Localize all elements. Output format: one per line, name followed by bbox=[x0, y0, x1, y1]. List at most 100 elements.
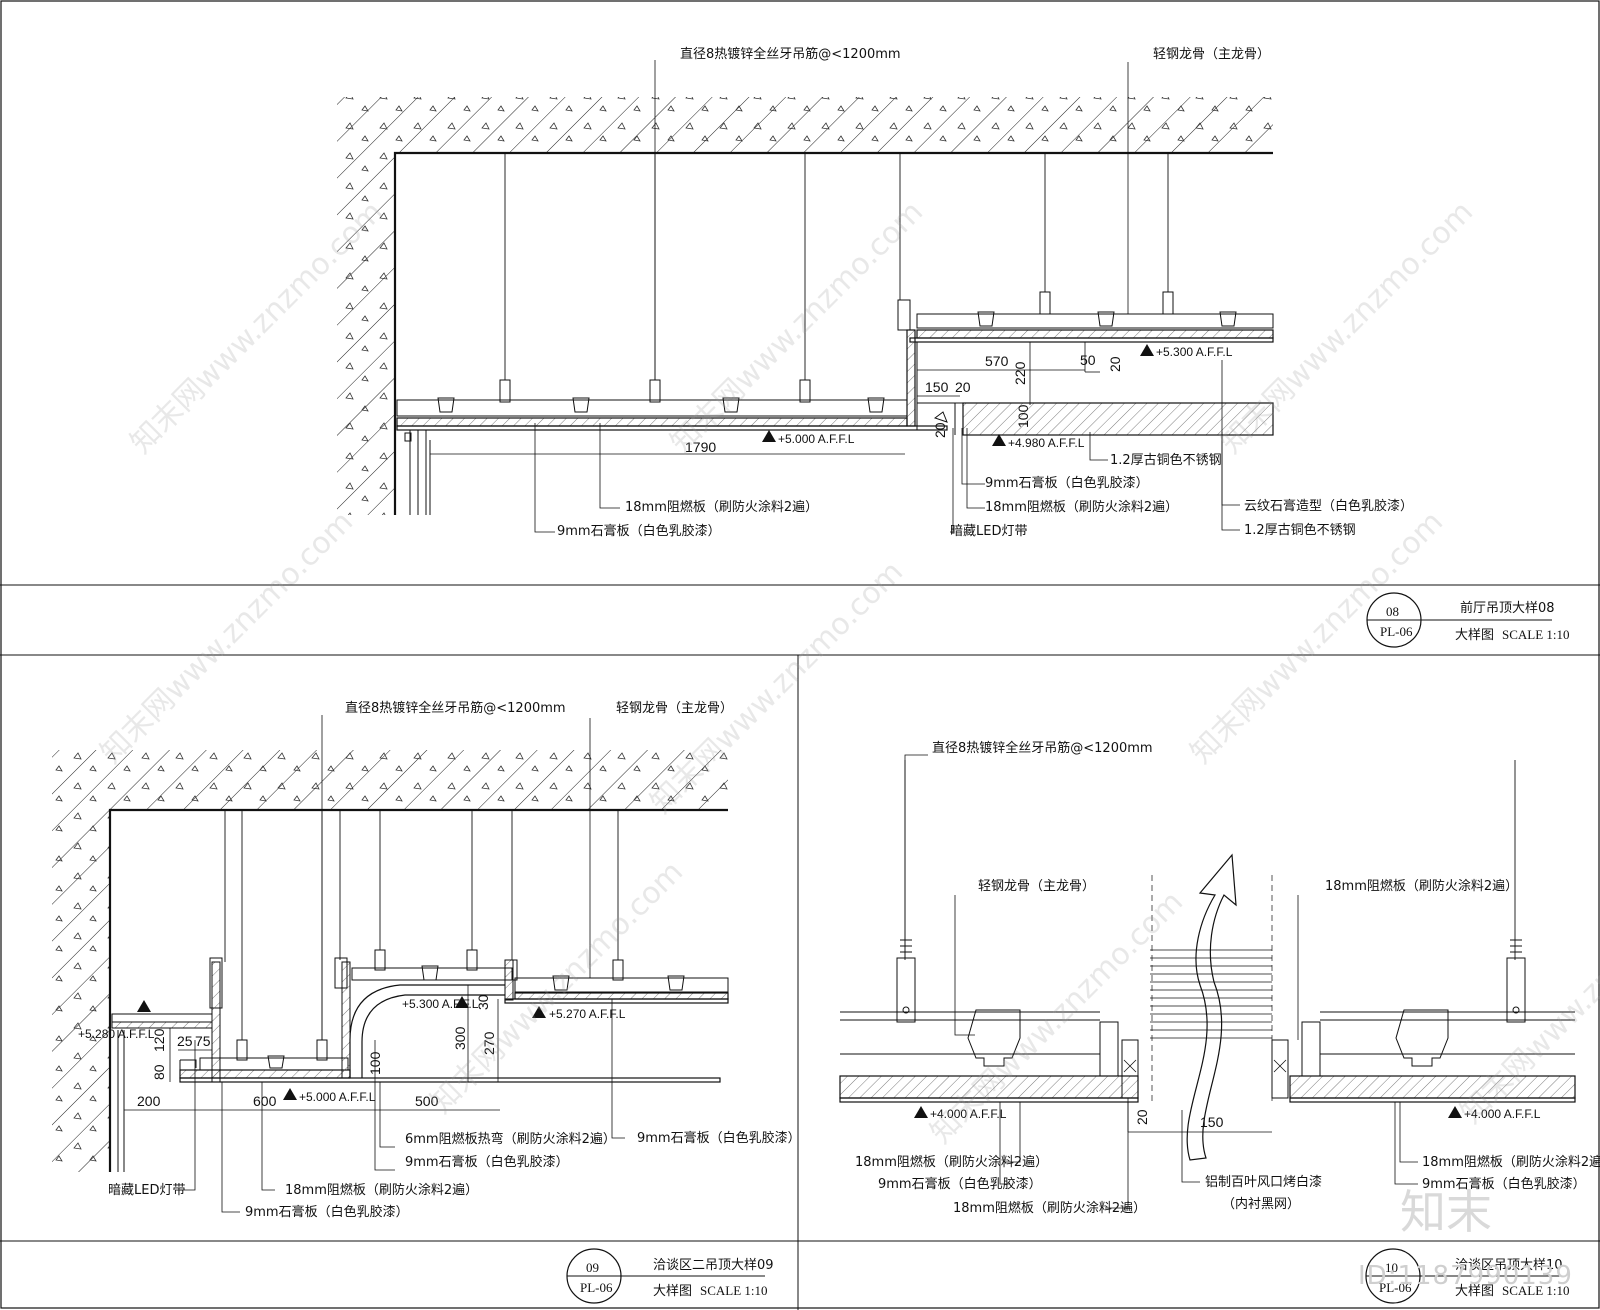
board-right-10 bbox=[1289, 1075, 1576, 1099]
detail-09-text: 直径8热镀锌全丝牙吊筋@<1200mm 轻钢龙骨（主龙骨） 6mm阻燃板热弯（刷… bbox=[78, 700, 801, 1220]
detail-08-text: 直径8热镀锌全丝牙吊筋@<1200mm 轻钢龙骨（主龙骨） 18mm阻燃板（刷防… bbox=[557, 46, 1413, 539]
keel-profile-right-10 bbox=[1395, 1009, 1449, 1067]
note-hanger-rod-09: 直径8热镀锌全丝牙吊筋@<1200mm bbox=[345, 700, 566, 716]
right-gypsum-09 bbox=[504, 998, 729, 1004]
elev-marker-10a bbox=[914, 1106, 928, 1118]
title-num-08: 08 bbox=[1386, 604, 1399, 619]
elev-marker-09c bbox=[455, 996, 469, 1008]
led-cove-08 bbox=[933, 411, 948, 423]
note-fire-board-bottom-10: 18mm阻燃板（刷防火涂料2遍） bbox=[953, 1200, 1146, 1216]
title-scale-09: SCALE 1:10 bbox=[700, 1283, 768, 1298]
leaders-10 bbox=[904, 754, 1418, 1209]
hanger-rods-10 bbox=[904, 760, 1516, 960]
note-gypsum-08: 9mm石膏板（白色乳胶漆） bbox=[557, 523, 721, 539]
note-main-keel-09: 轻钢龙骨（主龙骨） bbox=[616, 701, 733, 716]
dim-600-09: 600 bbox=[253, 1093, 277, 1109]
title-sub-09: 大样图 bbox=[653, 1284, 692, 1299]
elev-marker-09a bbox=[137, 1000, 151, 1012]
title-block-10: 10 PL-06 洽谈区吊顶大样10 大样图 SCALE 1:10 bbox=[1365, 1248, 1570, 1304]
detail-10-text: 直径8热镀锌全丝牙吊筋@<1200mm 轻钢龙骨（主龙骨） 18mm阻燃板（刷防… bbox=[855, 740, 1600, 1216]
note-fire-board-08b: 18mm阻燃板（刷防火涂料2遍） bbox=[985, 499, 1178, 515]
elev-5300-09: +5.300 A.F.F.L bbox=[402, 997, 479, 1011]
elev-marker-09b bbox=[283, 1088, 297, 1100]
elev-4980-08: +4.980 A.F.F.L bbox=[1008, 436, 1085, 450]
dim-75-09: 75 bbox=[195, 1033, 211, 1049]
note-fire-board-08: 18mm阻燃板（刷防火涂料2遍） bbox=[625, 499, 818, 515]
keel-clips-low-08 bbox=[437, 397, 885, 413]
dim-300-09: 300 bbox=[452, 1026, 468, 1050]
title-ref-09: PL-06 bbox=[580, 1280, 613, 1295]
dim-50: 50 bbox=[1080, 352, 1096, 368]
note-gypsum-right-10: 9mm石膏板（白色乳胶漆） bbox=[1422, 1176, 1586, 1192]
note-led-strip-09: 暗藏LED灯带 bbox=[108, 1183, 185, 1198]
elev-4000b-10: +4.000 A.F.F.L bbox=[1464, 1107, 1541, 1121]
watermark-text: 知末网www.znzmo.com bbox=[924, 884, 1190, 1150]
keel-profile-left-10 bbox=[967, 1009, 1021, 1067]
gypsum-high-08 bbox=[909, 337, 1274, 343]
elev-4000a-10: +4.000 A.F.F.L bbox=[930, 1107, 1007, 1121]
title-scale-10: SCALE 1:10 bbox=[1502, 1283, 1570, 1298]
title-sub-10: 大样图 bbox=[1455, 1284, 1494, 1299]
mid-riser-09 bbox=[504, 959, 514, 1001]
step-riser-08 bbox=[906, 329, 916, 427]
dim-25-09: 25 bbox=[177, 1033, 193, 1049]
vent-frame-right-10 bbox=[1271, 1039, 1289, 1099]
ledge-riser-09 bbox=[211, 961, 221, 1083]
watermark-layer: 知末网www.znzmo.com 知末网www.znzmo.com 知末网www… bbox=[94, 194, 1600, 1291]
curved-board-09b bbox=[361, 994, 505, 1078]
dim-220: 220 bbox=[1012, 361, 1028, 385]
cloud-gypsum-band-08 bbox=[962, 402, 1274, 436]
title-name-10: 洽谈区吊顶大样10 bbox=[1455, 1258, 1563, 1273]
note-louver-sub-10: （内衬黑网） bbox=[1222, 1196, 1300, 1212]
slab-edge-08 bbox=[393, 151, 1273, 515]
dim-150: 150 bbox=[925, 379, 949, 395]
dim-200-09: 200 bbox=[137, 1093, 161, 1109]
dim-500-09: 500 bbox=[415, 1093, 439, 1109]
dim-20c: 20 bbox=[932, 422, 948, 438]
board-low-08 bbox=[396, 417, 908, 427]
dim-150-10: 150 bbox=[1200, 1114, 1224, 1130]
note-bronze-steel-08b: 1.2厚古铜色不锈钢 bbox=[1244, 522, 1356, 538]
watermark-text: 知末网www.znzmo.com bbox=[424, 854, 690, 1120]
watermark-text: 知末网www.znzmo.com bbox=[644, 554, 910, 820]
dim-270-09: 270 bbox=[481, 1031, 497, 1055]
gypsum-left-10 bbox=[839, 1097, 1139, 1103]
dim-570: 570 bbox=[985, 353, 1009, 369]
board-high-08 bbox=[916, 329, 1274, 339]
note-gypsum-08b: 9mm石膏板（白色乳胶漆） bbox=[985, 475, 1149, 491]
note-bronze-steel-08a: 1.2厚古铜色不锈钢 bbox=[1110, 452, 1222, 468]
pocket-board-09 bbox=[179, 1069, 351, 1079]
curve-riser-09 bbox=[341, 961, 351, 1079]
title-block-08: 08 PL-06 前厅吊顶大样08 大样图 SCALE 1:10 bbox=[1366, 592, 1570, 648]
vent-frame-left-10 bbox=[1121, 1039, 1139, 1099]
pocket-lip-09 bbox=[179, 1059, 197, 1078]
note-led-strip-08: 暗藏LED灯带 bbox=[950, 524, 1027, 539]
detail-10 bbox=[839, 754, 1576, 1209]
elev-marker-09d bbox=[532, 1006, 546, 1018]
airflow-arrow-10 bbox=[1186, 853, 1237, 1161]
pocket-gypsum-09 bbox=[179, 1077, 721, 1083]
watermark-brand: 知末 bbox=[1400, 1185, 1492, 1239]
title-sub-08: 大样图 bbox=[1455, 628, 1494, 643]
note-gypsum-left-10: 9mm石膏板（白色乳胶漆） bbox=[878, 1176, 1042, 1192]
title-ref-10: PL-06 bbox=[1379, 1280, 1412, 1295]
dim-120-09: 120 bbox=[151, 1028, 167, 1052]
ledge-keel-09 bbox=[111, 1013, 213, 1023]
dims-10 bbox=[1127, 1102, 1272, 1133]
detail-09 bbox=[52, 715, 729, 1213]
note-gypsum-09b: 9mm石膏板（白色乳胶漆） bbox=[637, 1130, 801, 1146]
note-fire-board-right-10: 18mm阻燃板（刷防火涂料2遍） bbox=[1422, 1154, 1600, 1170]
leaders-08 bbox=[534, 60, 1273, 533]
concrete-speckle-08 bbox=[337, 97, 1273, 515]
title-num-09: 09 bbox=[586, 1260, 599, 1275]
right-keel-09 bbox=[514, 977, 729, 993]
elev-5300-08: +5.300 A.F.F.L bbox=[1156, 345, 1233, 359]
note-hanger-rod-10: 直径8热镀锌全丝牙吊筋@<1200mm bbox=[932, 740, 1153, 756]
title-ref-08: PL-06 bbox=[1380, 624, 1413, 639]
note-bent-board-09: 6mm阻燃板热弯（刷防火涂料2遍） bbox=[405, 1131, 616, 1147]
note-cloud-gypsum-08: 云纹石膏造型（白色乳胶漆） bbox=[1244, 498, 1413, 514]
dim-100: 100 bbox=[1015, 404, 1031, 428]
concrete-speckle-09 bbox=[52, 750, 728, 1172]
dim-80-09: 80 bbox=[151, 1064, 167, 1080]
